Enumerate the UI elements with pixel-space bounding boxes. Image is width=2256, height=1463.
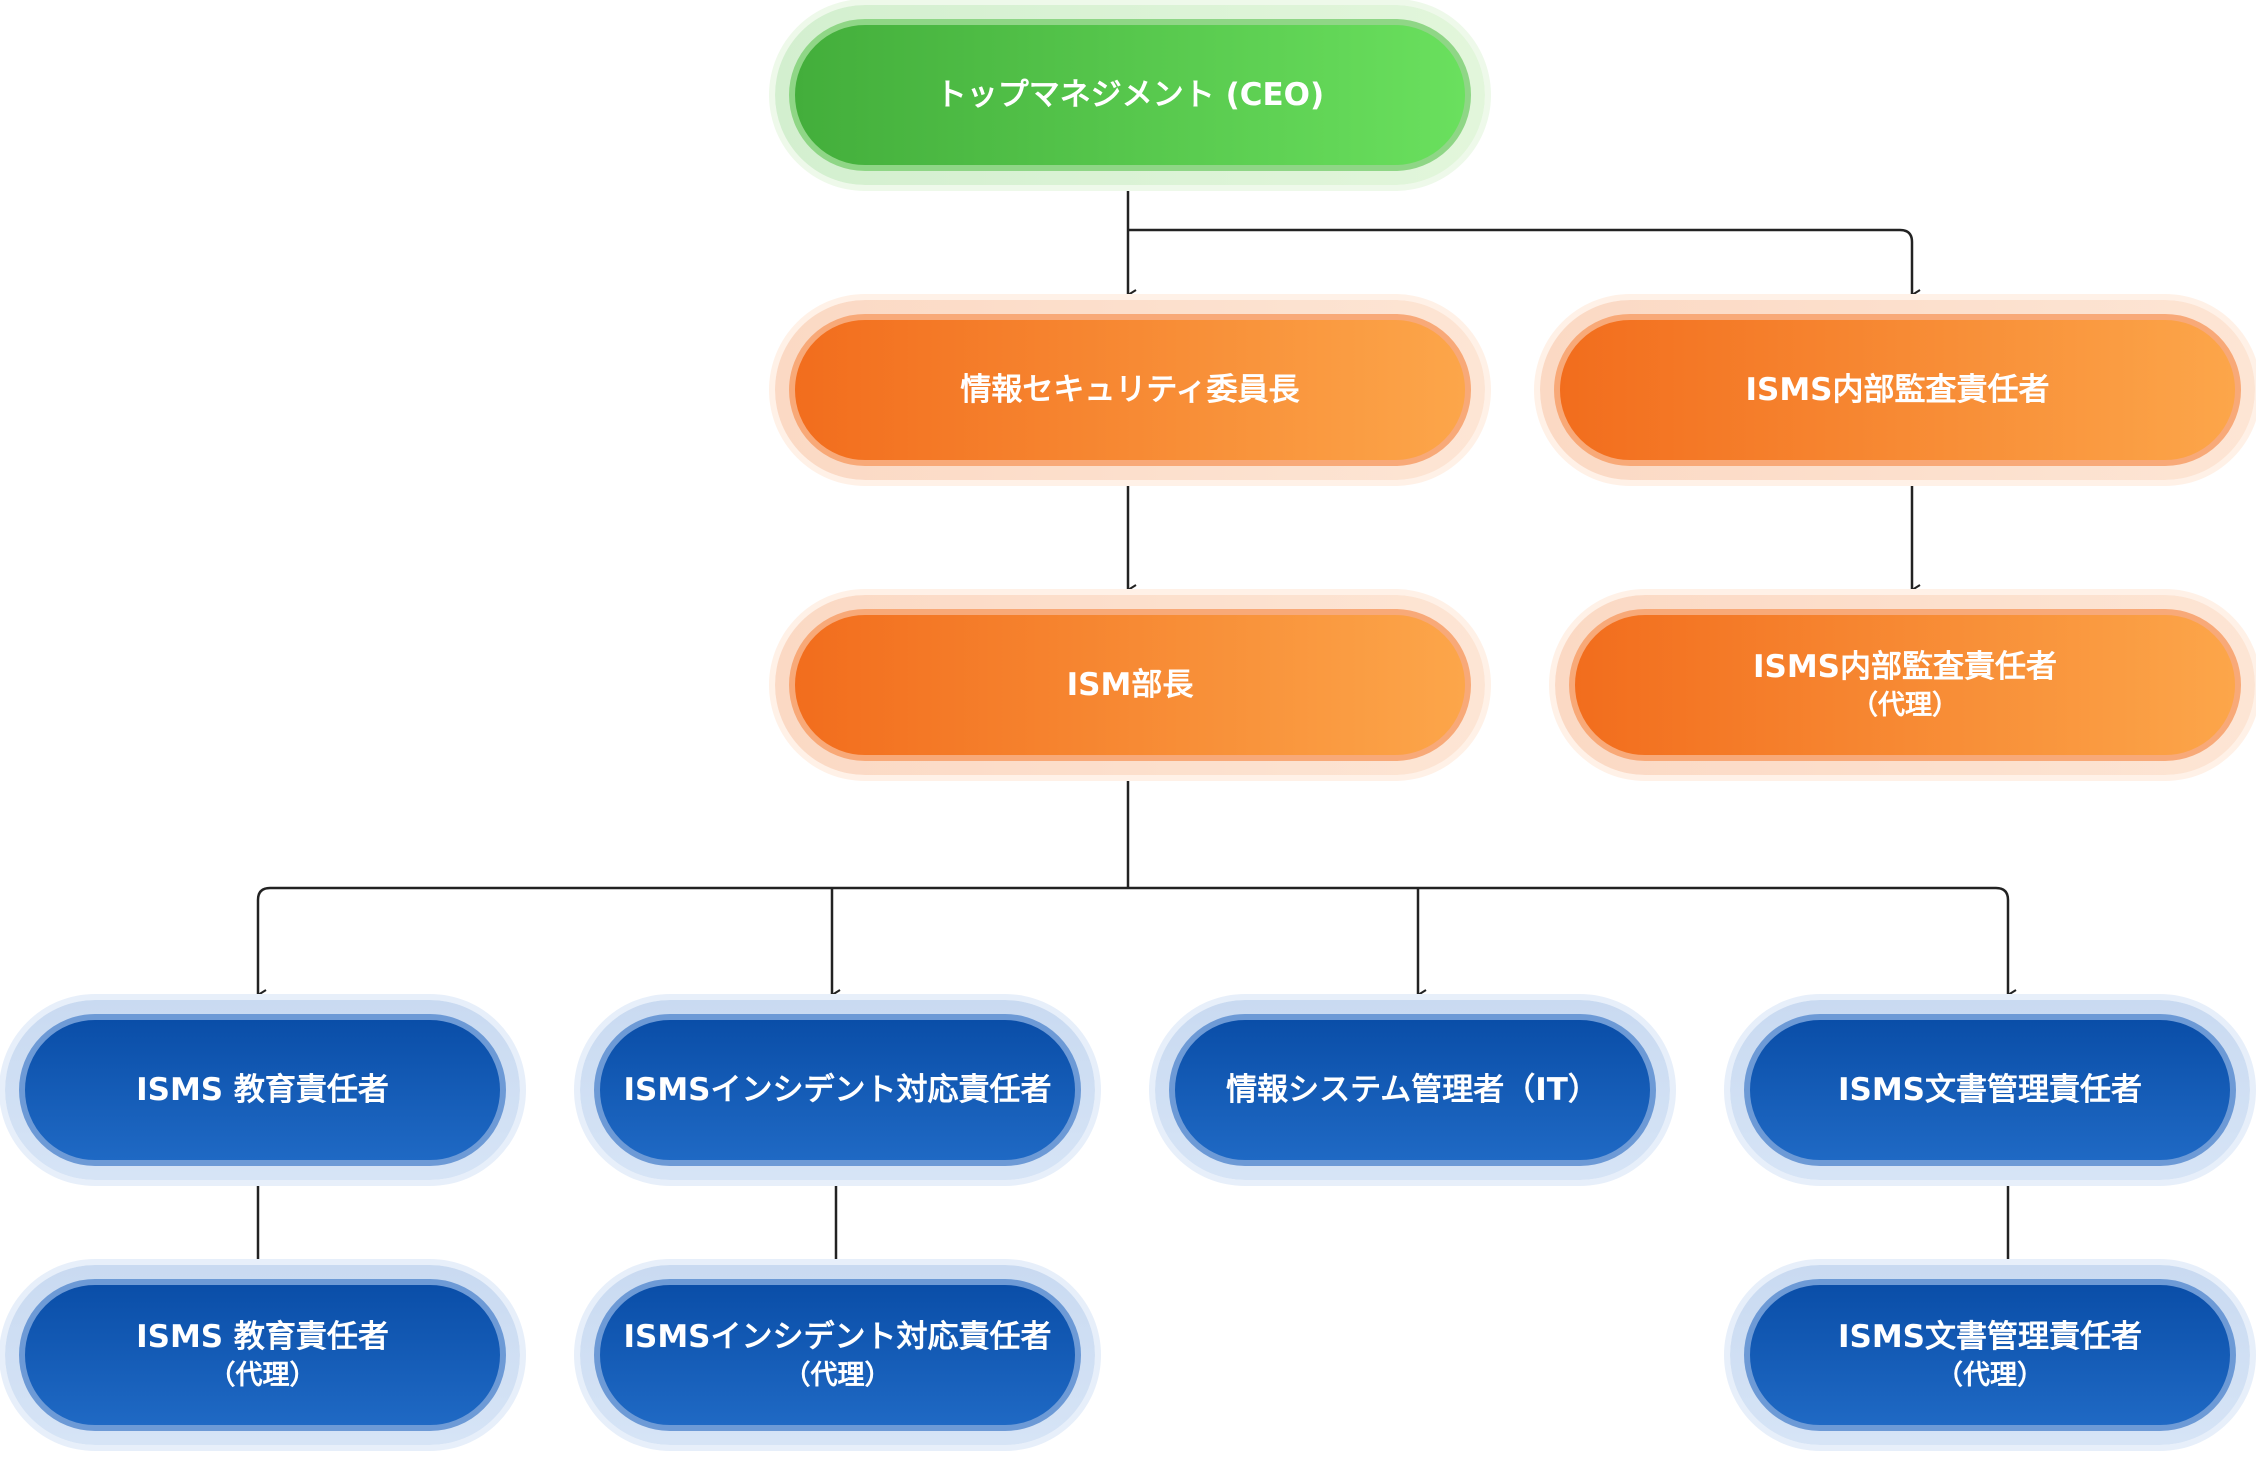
node-inner: ISMSインシデント対応責任者: [594, 1014, 1081, 1166]
node-label: トップマネジメント (CEO): [935, 76, 1325, 113]
node-sublabel: （代理）: [1851, 689, 1959, 721]
node-inner: 情報セキュリティ委員長: [789, 314, 1471, 466]
node-label: ISMSインシデント対応責任者: [623, 1071, 1052, 1108]
node-label: ISMS文書管理責任者: [1837, 1319, 2143, 1356]
node-label: ISMS内部監査責任者: [1745, 371, 2050, 408]
node-sublabel: （代理）: [1936, 1359, 2044, 1391]
node-ism-manager: ISM部長: [775, 595, 1485, 775]
node-inner: トップマネジメント (CEO): [789, 19, 1471, 171]
node-isms-internal-audit: ISMS内部監査責任者: [1540, 300, 2255, 480]
node-isms-document-control-deputy: ISMS文書管理責任者 （代理）: [1730, 1265, 2250, 1445]
connector-to-edu: [256, 886, 271, 1001]
node-inner: ISMS 教育責任者: [19, 1014, 506, 1166]
node-isms-incident: ISMSインシデント対応責任者: [580, 1000, 1095, 1180]
node-label: ISM部長: [1066, 666, 1194, 703]
node-label: ISMS 教育責任者: [136, 1071, 389, 1108]
node-isms-internal-audit-deputy: ISMS内部監査責任者 （代理）: [1555, 595, 2255, 775]
node-inner: ISM部長: [789, 609, 1471, 761]
node-isms-document-control: ISMS文書管理責任者: [1730, 1000, 2250, 1180]
node-isms-education: ISMS 教育責任者: [5, 1000, 520, 1180]
node-inner: ISMS内部監査責任者: [1554, 314, 2241, 466]
node-inner: ISMSインシデント対応責任者 （代理）: [594, 1279, 1081, 1431]
node-inner: ISMS文書管理責任者: [1744, 1014, 2236, 1166]
connector-to-doc: [1995, 886, 2017, 1001]
node-top-management-ceo: トップマネジメント (CEO): [775, 5, 1485, 185]
connector-ceo-audit: [1128, 228, 1921, 301]
node-inner: 情報システム管理者（IT）: [1169, 1014, 1656, 1166]
node-label: ISMS 教育責任者: [136, 1319, 389, 1356]
node-sublabel: （代理）: [783, 1359, 892, 1391]
node-label: ISMS内部監査責任者: [1752, 649, 2058, 686]
node-label: ISMSインシデント対応責任者: [623, 1319, 1052, 1356]
node-label: ISMS文書管理責任者: [1837, 1071, 2143, 1108]
node-label: 情報システム管理者（IT）: [1226, 1071, 1599, 1108]
node-it-system-admin: 情報システム管理者（IT）: [1155, 1000, 1670, 1180]
node-sublabel: （代理）: [208, 1359, 317, 1391]
node-label: 情報セキュリティ委員長: [960, 371, 1300, 408]
node-inner: ISMS文書管理責任者 （代理）: [1744, 1279, 2236, 1431]
node-inner: ISMS 教育責任者 （代理）: [19, 1279, 506, 1431]
node-inner: ISMS内部監査責任者 （代理）: [1569, 609, 2241, 761]
node-isms-incident-deputy: ISMSインシデント対応責任者 （代理）: [580, 1265, 1095, 1445]
node-isms-education-deputy: ISMS 教育責任者 （代理）: [5, 1265, 520, 1445]
node-infosec-committee-chair: 情報セキュリティ委員長: [775, 300, 1485, 480]
